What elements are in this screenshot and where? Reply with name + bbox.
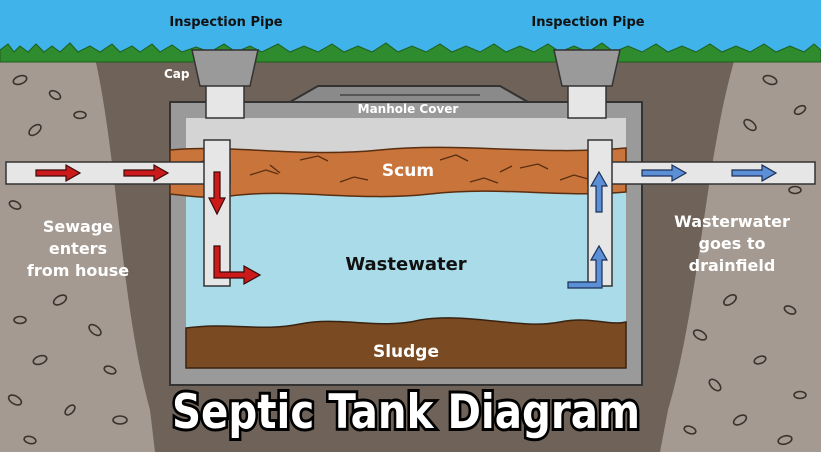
label-outflow-line1: Wasterwater [674,212,790,231]
label-sewage-line3: from house [27,261,129,280]
scum-layer [169,146,627,198]
diagram-title: Septic Tank Diagram [172,385,640,440]
inflow-arrow-down [208,171,226,216]
outflow-arrow-1 [641,163,688,183]
outflow-arrow-2 [731,163,778,183]
inflow-arrow-1 [35,163,82,183]
inflow-arrows [35,163,262,286]
label-cap: Cap [164,67,190,81]
pebbles [7,74,807,446]
label-sewage-line1: Sewage [43,217,113,236]
outlet-pipe [587,161,816,185]
label-outflow-line3: drainfield [689,256,776,275]
outflow-arrow-up [589,170,609,213]
inflow-arrow-2 [123,163,170,183]
label-outflow-line2: goes to [698,234,765,253]
label-wastewater: Wastewater [345,254,466,275]
label-inspection-pipe-left: Inspection Pipe [169,15,282,30]
inflow-arrow-elbow [213,245,262,286]
outflow-arrow-elbow [567,244,609,289]
outflow-arrows [567,163,778,289]
right-cap [553,49,621,87]
label-sewage-line2: enters [49,239,107,258]
label-inspection-pipe-right: Inspection Pipe [531,15,644,30]
sludge-layer [185,317,627,369]
label-sludge: Sludge [373,342,439,362]
label-scum: Scum [382,161,434,181]
left-cap [191,49,259,87]
label-manhole-cover: Manhole Cover [358,102,459,116]
